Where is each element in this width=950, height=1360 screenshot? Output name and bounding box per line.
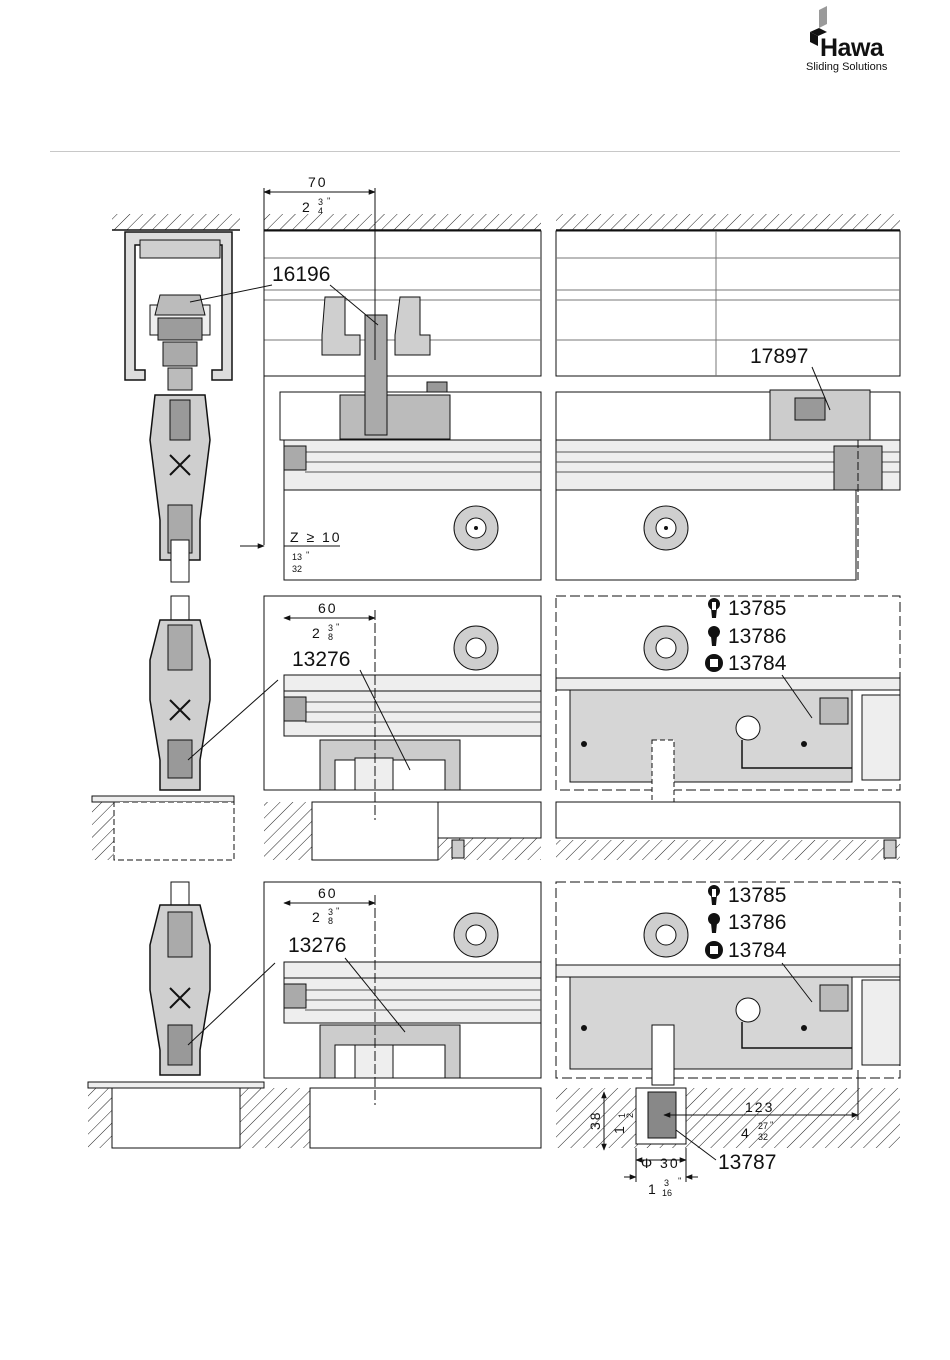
dim-dia-den: 16	[662, 1188, 672, 1198]
dim-z-metric: Z ≥ 10	[290, 529, 342, 545]
part-13276-a: 13276	[292, 648, 350, 671]
dim-bot-inch: ''	[336, 906, 340, 916]
dim-dia-inch: ''	[678, 1176, 682, 1186]
dim-depth-metric: 38	[587, 1110, 603, 1130]
dim-depth-whole: 1	[611, 1124, 627, 1134]
dim-top-inch: ''	[327, 196, 331, 206]
dim-offset-inch: ''	[770, 1120, 774, 1130]
part-13784-a: 13784	[728, 652, 787, 675]
key-icon	[708, 626, 720, 646]
section-top	[125, 232, 232, 582]
dim-bot-whole: 2	[312, 909, 322, 925]
dim-z-inch: ''	[306, 550, 310, 560]
dim-top-den: 4	[318, 206, 323, 216]
part-13785-a: 13785	[728, 597, 786, 620]
keyhole-icon	[708, 598, 720, 618]
part-13787: 13787	[718, 1151, 776, 1174]
dim-dia-num: 3	[664, 1178, 669, 1188]
part-13786-b: 13786	[728, 911, 786, 934]
dim-dia-metric: Φ 30	[641, 1155, 680, 1171]
dim-top-metric: 70	[308, 174, 328, 190]
lock-icons-b	[705, 885, 723, 959]
lock-icons-a	[705, 598, 723, 672]
dim-bot-den: 8	[328, 916, 333, 926]
part-13784-b: 13784	[728, 939, 787, 962]
dim-top-whole: 2	[302, 199, 312, 215]
square-key-icon	[705, 654, 723, 672]
dim-bot-metric: 60	[318, 885, 338, 901]
dim-offset-den: 32	[758, 1132, 768, 1142]
part-13276-b: 13276	[288, 934, 346, 957]
dim-dia-whole: 1	[648, 1181, 658, 1197]
dim-z-num: 13	[292, 552, 302, 562]
part-13786-a: 13786	[728, 625, 786, 648]
section-middle	[92, 596, 234, 860]
dim-mid-inch: ''	[336, 622, 340, 632]
dim-mid-den: 8	[328, 632, 333, 642]
elevation-top-right	[556, 231, 900, 580]
dim-depth-den: 2	[625, 1113, 635, 1118]
dim-z-den: 32	[292, 564, 302, 574]
section-bottom	[88, 882, 264, 1148]
key-icon	[708, 913, 720, 933]
dim-offset-whole: 4	[741, 1125, 751, 1141]
square-key-icon	[705, 941, 723, 959]
elevation-middle-left	[264, 596, 541, 860]
dim-mid-metric: 60	[318, 600, 338, 616]
dim-offset-num: 27	[758, 1121, 768, 1131]
dim-offset-metric: 123	[745, 1099, 774, 1115]
dim-mid-whole: 2	[312, 625, 322, 641]
elevation-bottom-left	[264, 882, 541, 1148]
keyhole-icon	[708, 885, 720, 905]
part-17897: 17897	[750, 345, 808, 368]
ceiling	[112, 214, 900, 230]
part-16196: 16196	[272, 263, 330, 286]
part-13785-b: 13785	[728, 884, 786, 907]
